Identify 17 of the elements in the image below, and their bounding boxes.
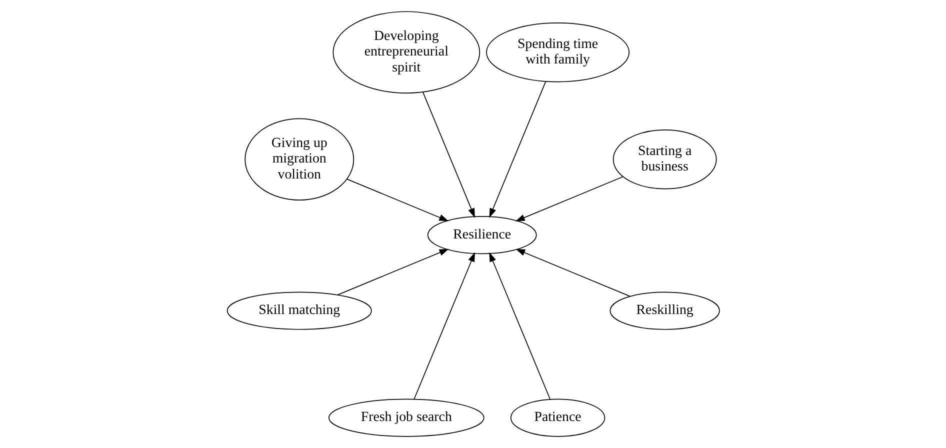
arrow bbox=[514, 176, 623, 222]
node-ellipse: Giving up migration volition bbox=[244, 118, 354, 201]
arrow bbox=[488, 252, 550, 400]
node-ellipse: Patience bbox=[510, 398, 605, 437]
arrow bbox=[413, 252, 475, 400]
node-ellipse: Developing entrepreneurial spirit bbox=[332, 11, 480, 94]
arrow bbox=[515, 248, 630, 297]
arrow bbox=[422, 92, 474, 218]
node-ellipse: Skill matching bbox=[226, 292, 372, 330]
node-ellipse: Fresh job search bbox=[328, 398, 484, 437]
arrow bbox=[336, 248, 448, 296]
node-ellipse: Resilience bbox=[426, 216, 536, 254]
node-ellipse: Reskilling bbox=[609, 292, 720, 330]
node-ellipse: Starting a business bbox=[612, 130, 716, 190]
arrow bbox=[346, 178, 448, 222]
arrow bbox=[488, 81, 546, 218]
node-ellipse: Spending time with family bbox=[486, 22, 630, 82]
